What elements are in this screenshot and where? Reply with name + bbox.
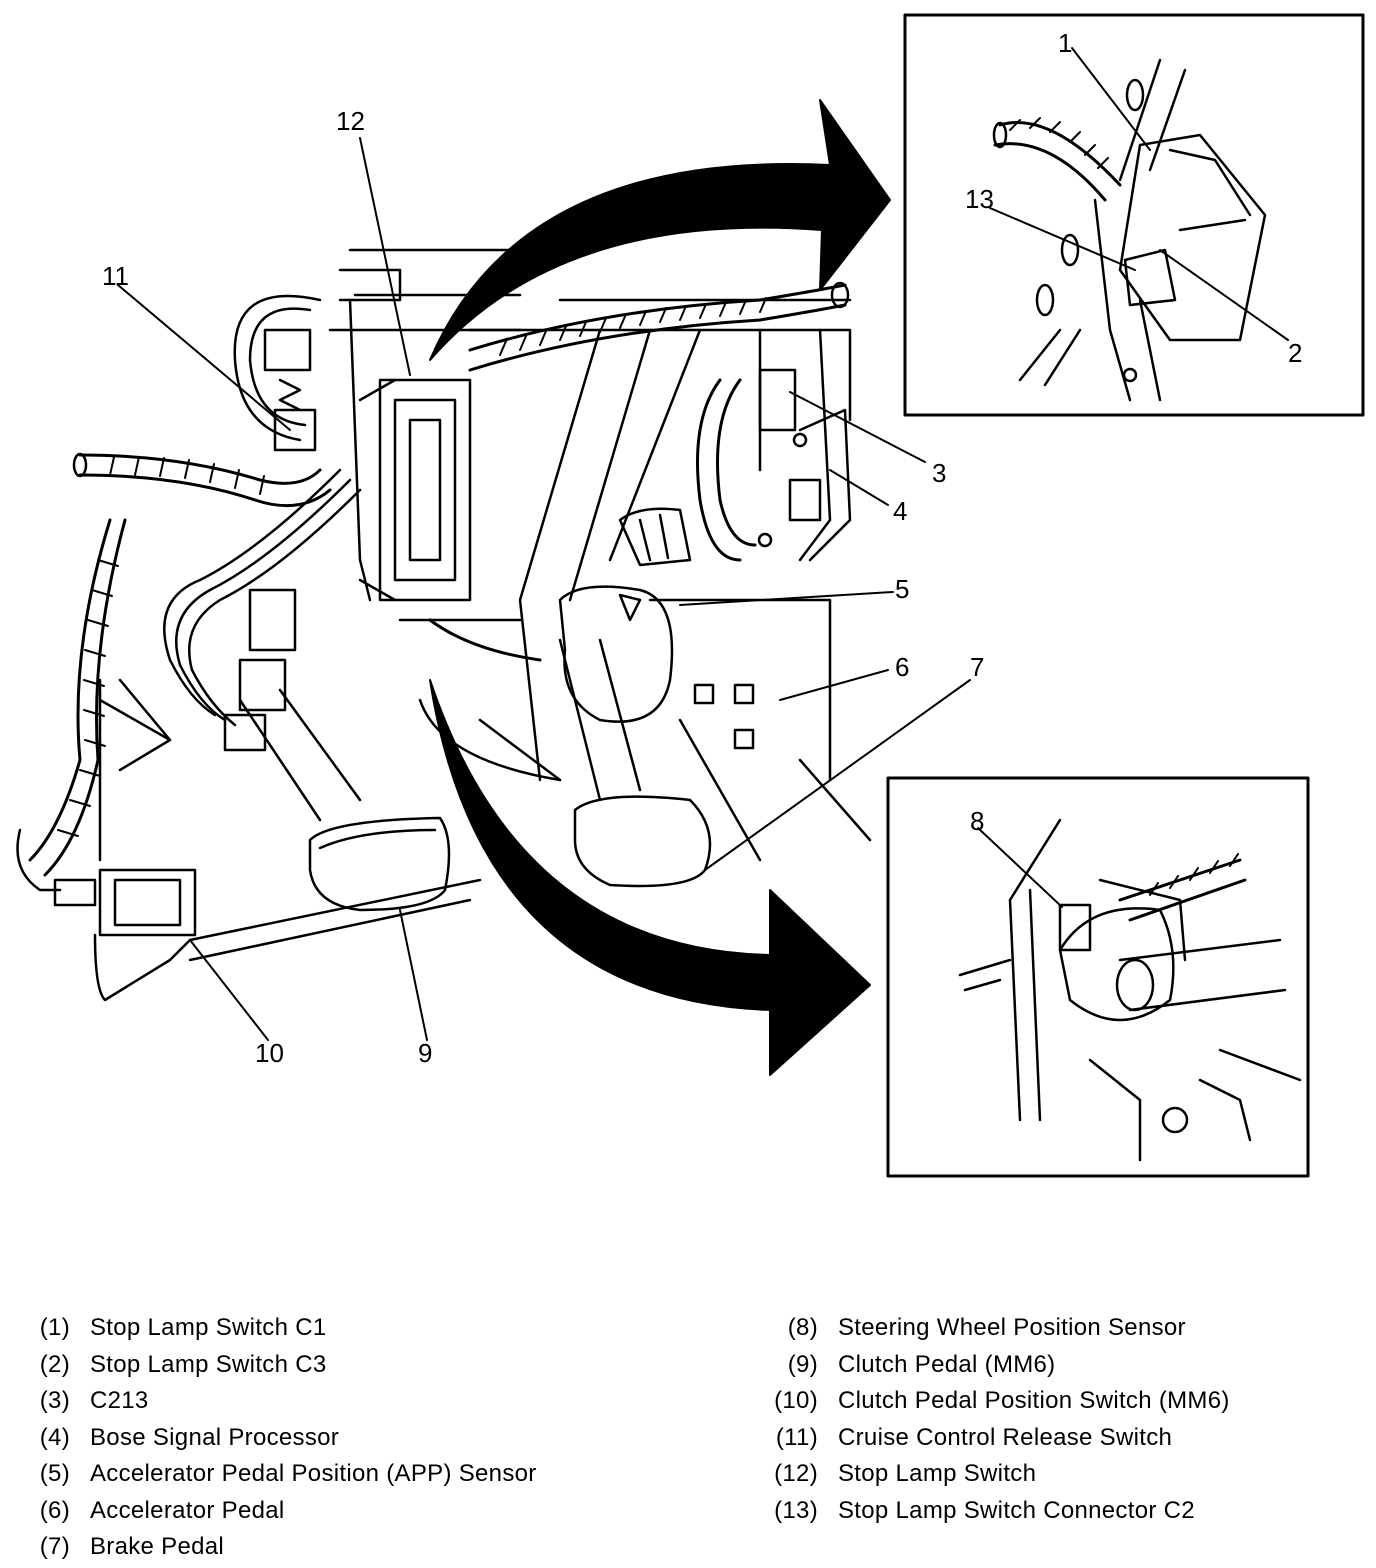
legend-item: (10) Clutch Pedal Position Switch (MM6): [760, 1383, 1230, 1420]
lower-arrow: [429, 679, 871, 1076]
legend-label: Cruise Control Release Switch: [838, 1423, 1173, 1451]
callout-8: 8: [970, 806, 984, 836]
legend-label: Brake Pedal: [90, 1533, 225, 1561]
callout-2: 2: [1288, 338, 1302, 368]
legend-number: (4): [39, 1423, 70, 1451]
legend-label: C213: [90, 1387, 149, 1415]
legend-item: (12) Stop Lamp Switch: [760, 1456, 1230, 1493]
legend-number: (6): [39, 1496, 70, 1524]
legend-item: (6) Accelerator Pedal: [30, 1493, 537, 1530]
legend-number: (11): [775, 1423, 818, 1451]
legend-item: (8) Steering Wheel Position Sensor: [760, 1310, 1230, 1347]
legend: (1) Stop Lamp Switch C1 (2) Stop Lamp Swit…: [0, 1310, 1376, 1568]
legend-number: (13): [774, 1496, 818, 1524]
legend-number: (8): [787, 1314, 818, 1342]
legend-number: (2): [39, 1350, 70, 1378]
legend-number: (3): [39, 1387, 70, 1415]
legend-item: (9) Clutch Pedal (MM6): [760, 1347, 1230, 1384]
legend-item: (4) Bose Signal Processor: [30, 1420, 537, 1457]
brake-pedal: [558, 638, 712, 888]
legend-label: Stop Lamp Switch: [838, 1460, 1037, 1488]
callout-5: 5: [895, 574, 909, 604]
legend-item: (5) Accelerator Pedal Position (APP) Sens…: [30, 1456, 537, 1493]
inset-steering-position-sensor: [886, 776, 1310, 1178]
legend-label: Accelerator Pedal: [90, 1496, 285, 1524]
legend-item: (13) Stop Lamp Switch Connector C2: [760, 1493, 1230, 1530]
legend-number: (9): [787, 1350, 818, 1378]
callout-9: 9: [418, 1038, 432, 1068]
legend-column-left: (1) Stop Lamp Switch C1 (2) Stop Lamp Swit…: [30, 1310, 537, 1566]
legend-label: Bose Signal Processor: [90, 1423, 340, 1451]
callout-4: 4: [893, 496, 907, 526]
pedal-assembly-diagram: 1 2 3 4 5 6 7 8 9 10 11 12 13: [16, 13, 1365, 1178]
legend-label: Clutch Pedal Position Switch (MM6): [838, 1387, 1230, 1415]
clutch-pedal: [238, 688, 451, 912]
callout-7: 7: [970, 652, 984, 682]
legend-item: (11) Cruise Control Release Switch: [760, 1420, 1230, 1457]
callout-11: 11: [102, 261, 129, 291]
legend-label: Accelerator Pedal Position (APP) Sensor: [90, 1460, 537, 1488]
legend-column-right: (8) Steering Wheel Position Sensor (9) Clu…: [760, 1310, 1230, 1529]
callout-13: 13: [965, 184, 994, 214]
legend-number: (12): [774, 1460, 818, 1488]
legend-label: Stop Lamp Switch C3: [90, 1350, 327, 1378]
legend-label: Steering Wheel Position Sensor: [838, 1314, 1186, 1342]
legend-item: (7) Brake Pedal: [30, 1529, 537, 1566]
legend-number: (7): [39, 1533, 70, 1561]
legend-item: (1) Stop Lamp Switch C1: [30, 1310, 537, 1347]
callout-3: 3: [932, 458, 946, 488]
wiring-harness: [16, 281, 850, 892]
callout-6: 6: [895, 652, 909, 682]
callout-1: 1: [1058, 28, 1072, 58]
callout-labels: 1 2 3 4 5 6 7 8 9 10 11 12 13: [102, 28, 1302, 1068]
legend-number: (10): [774, 1387, 818, 1415]
clutch-position-switch: [53, 868, 197, 1002]
main-illustration: [16, 248, 872, 1002]
legend-number: (5): [39, 1460, 70, 1488]
accelerator-pedal: [558, 585, 872, 862]
callout-12: 12: [336, 106, 365, 136]
stop-lamp-switch-body: [338, 268, 472, 602]
leader-lines: [117, 47, 1289, 1041]
inset-stop-lamp-switch: [903, 13, 1365, 417]
legend-label: Clutch Pedal (MM6): [838, 1350, 1056, 1378]
legend-label: Stop Lamp Switch Connector C2: [838, 1496, 1195, 1524]
callout-10: 10: [255, 1038, 284, 1068]
legend-item: (3) C213: [30, 1383, 537, 1420]
legend-label: Stop Lamp Switch C1: [90, 1314, 327, 1342]
legend-number: (1): [39, 1314, 70, 1342]
legend-item: (2) Stop Lamp Switch C3: [30, 1347, 537, 1384]
upper-arrow: [429, 99, 891, 361]
